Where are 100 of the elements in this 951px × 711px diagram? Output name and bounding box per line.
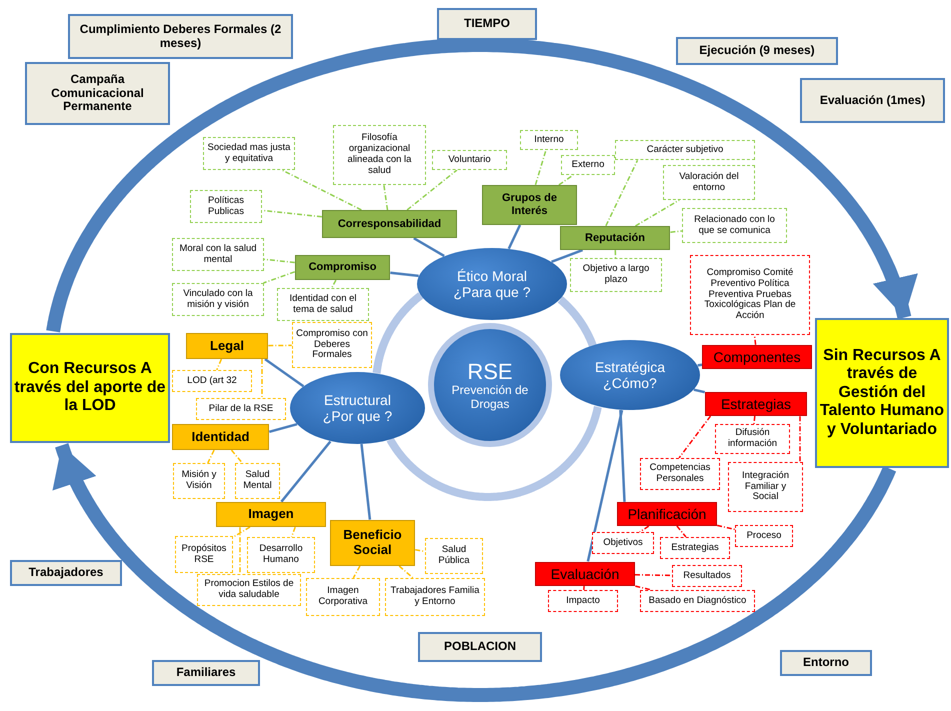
node-text: Estrategias bbox=[671, 542, 719, 554]
dashed-box bbox=[640, 458, 720, 490]
ellipse-node bbox=[290, 372, 425, 444]
callout-box bbox=[10, 333, 170, 443]
label-box bbox=[780, 650, 872, 676]
node-text: Estratégica ¿Cómo? bbox=[594, 358, 666, 392]
dashed-box bbox=[592, 532, 654, 554]
connector-line bbox=[551, 248, 584, 263]
ring-arc bbox=[556, 296, 597, 349]
category-box bbox=[705, 392, 807, 416]
node-text: Valoración del entorno bbox=[678, 172, 740, 194]
node-text: Grupos de Interés bbox=[500, 192, 558, 218]
category-box bbox=[216, 502, 326, 527]
label-box bbox=[68, 14, 293, 59]
node-text: LOD (art 32 bbox=[187, 376, 237, 386]
node-text: Con Recursos A través del aporte de la LOD bbox=[13, 360, 167, 416]
dashed-connector bbox=[331, 280, 337, 288]
node-text: Beneficio Social bbox=[342, 528, 403, 558]
dashed-box bbox=[690, 255, 810, 335]
dashed-box bbox=[292, 322, 372, 368]
node-text: Componentes bbox=[713, 348, 801, 366]
node-text: Objetivo a largo plazo bbox=[582, 264, 650, 286]
dashed-connector bbox=[230, 450, 243, 464]
dashed-box bbox=[306, 578, 380, 616]
node-text: RSE bbox=[467, 358, 513, 384]
node-text: Familiares bbox=[176, 666, 236, 680]
node-text: Competencias Personales bbox=[648, 463, 712, 485]
ring-arc bbox=[372, 292, 424, 377]
node-text: Reputación bbox=[585, 232, 645, 244]
callout-box bbox=[815, 318, 949, 468]
dashed-box bbox=[660, 537, 730, 559]
dashed-connector bbox=[583, 586, 585, 590]
node-text: Planificación bbox=[628, 506, 706, 522]
dashed-box bbox=[432, 150, 507, 170]
dashed-box bbox=[385, 578, 485, 616]
node-text: Basado en Diagnóstico bbox=[648, 596, 746, 606]
node-text: Trabajadores Familia y Entorno bbox=[390, 586, 480, 608]
node-text: Estructural ¿Por que ? bbox=[322, 392, 394, 424]
node-text: Moral con la salud mental bbox=[178, 244, 258, 266]
node-text: Vinculado con la misión y visión bbox=[182, 288, 254, 310]
node-text: Cumplimiento Deberes Formales (2 meses) bbox=[78, 22, 282, 50]
node-text: Compromiso bbox=[308, 261, 376, 274]
node-text: Estrategias bbox=[720, 396, 792, 412]
dashed-connector bbox=[406, 169, 458, 210]
dashed-box bbox=[561, 155, 615, 175]
dashed-connector bbox=[207, 450, 215, 464]
dashed-connector bbox=[716, 524, 736, 530]
dashed-connector bbox=[635, 199, 680, 227]
dashed-connector bbox=[676, 526, 686, 538]
dashed-box bbox=[640, 590, 755, 612]
dashed-connector bbox=[558, 174, 574, 186]
dashed-connector bbox=[263, 271, 296, 284]
node-text: Sociedad mas justa y equitativa bbox=[207, 142, 291, 164]
category-box bbox=[295, 255, 390, 280]
dashed-box bbox=[735, 525, 793, 547]
dashed-box bbox=[235, 463, 280, 499]
dashed-connector bbox=[799, 416, 801, 462]
dashed-box bbox=[175, 536, 233, 573]
node-text: Trabajadores bbox=[28, 566, 104, 580]
dashed-box bbox=[682, 208, 787, 243]
node-text: Promocion Estilos de vida saludable bbox=[203, 579, 295, 601]
category-box bbox=[702, 345, 812, 369]
dashed-box bbox=[247, 537, 315, 573]
dashed-box bbox=[196, 398, 286, 420]
node-text: Corresponsabilidad bbox=[338, 218, 442, 230]
category-box bbox=[617, 502, 717, 526]
connector-line bbox=[698, 364, 702, 367]
dashed-box bbox=[672, 565, 742, 587]
dashed-box bbox=[425, 538, 483, 574]
node-text: Campaña Comunicacional Permanente bbox=[50, 72, 145, 114]
label-box bbox=[25, 62, 170, 125]
dashed-connector bbox=[753, 416, 756, 424]
node-text: Evaluación bbox=[550, 566, 620, 582]
dashed-connector bbox=[239, 527, 241, 574]
node-text: Ético Moral ¿Para que ? bbox=[452, 268, 532, 300]
node-text: Interno bbox=[534, 134, 564, 146]
dashed-connector bbox=[614, 250, 616, 258]
connector-line bbox=[268, 423, 298, 433]
dashed-box bbox=[172, 238, 264, 271]
connector-line bbox=[360, 444, 372, 520]
node-text: Ejecución (9 meses) bbox=[699, 44, 815, 58]
category-box bbox=[186, 333, 268, 359]
connector-line bbox=[619, 410, 626, 502]
node-text: Sin Recursos A través de Gestión del Talento Humano y Voluntariado bbox=[818, 347, 946, 439]
node-text: Desarrollo Humano bbox=[258, 544, 304, 566]
dashed-box bbox=[172, 283, 264, 316]
dashed-connector bbox=[398, 565, 414, 578]
node-text: Identidad con el tema de salud bbox=[288, 294, 358, 316]
dashed-connector bbox=[670, 230, 682, 233]
node-text: Prevención de Drogas bbox=[450, 384, 530, 412]
connector-line bbox=[508, 224, 522, 250]
node-text: Objetivos bbox=[603, 538, 643, 548]
connector-line bbox=[264, 358, 304, 388]
category-box bbox=[172, 424, 269, 450]
node-text: Resultados bbox=[683, 570, 731, 582]
cycle-arrow bbox=[52, 440, 896, 702]
category-box bbox=[560, 226, 670, 250]
dashed-box bbox=[203, 137, 295, 170]
dashed-box bbox=[333, 125, 426, 185]
dashed-box bbox=[663, 165, 755, 200]
